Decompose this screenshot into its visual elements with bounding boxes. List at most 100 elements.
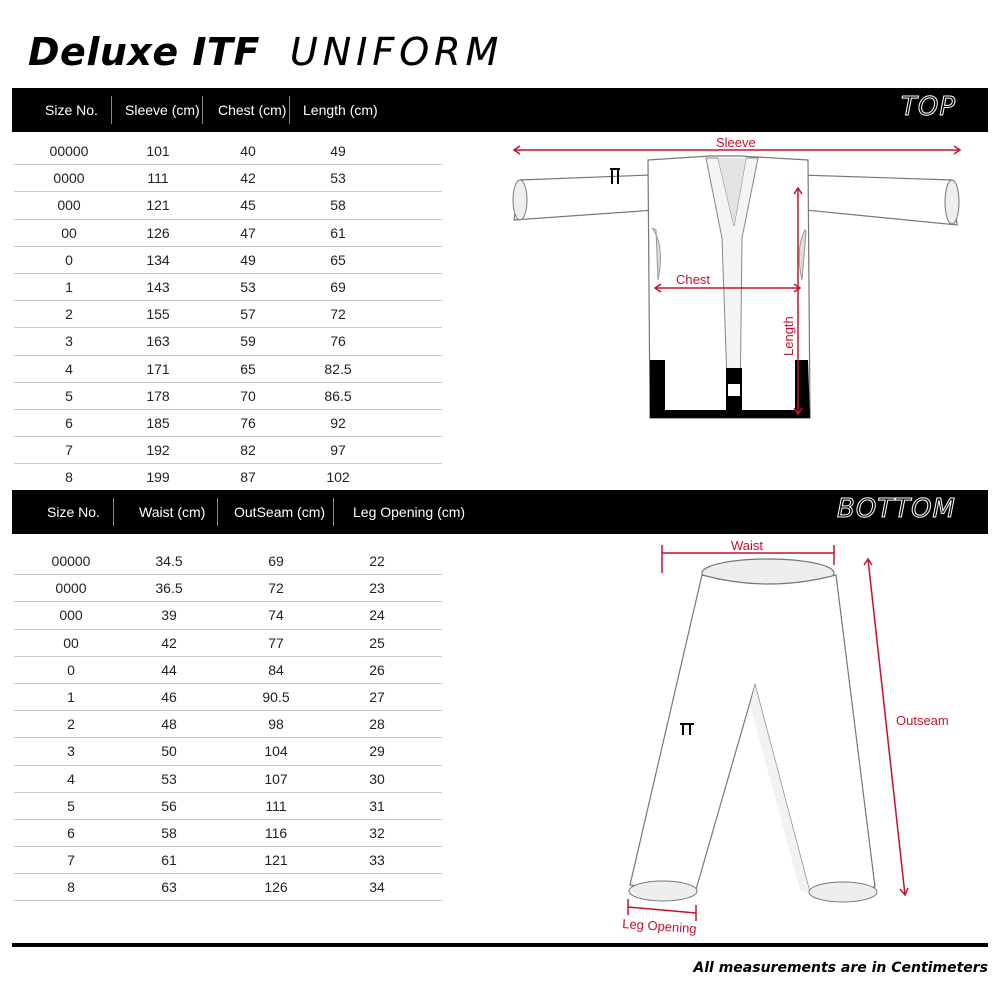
table-cell: 65 xyxy=(330,251,346,268)
table-cell: 56 xyxy=(161,797,177,814)
table-cell: 34.5 xyxy=(155,553,183,569)
footer-rule xyxy=(12,943,988,947)
brand-logo-icon xyxy=(610,168,620,184)
bottom-header-outseam: OutSeam (cm) xyxy=(234,504,326,520)
table-cell: 00000 xyxy=(51,553,91,569)
table-cell: 63 xyxy=(161,879,177,896)
table-cell: 90.5 xyxy=(262,688,290,705)
table-cell: 72 xyxy=(268,580,284,597)
table-cell: 000 xyxy=(57,197,81,214)
table-cell: 0 xyxy=(65,251,73,268)
table-cell: 2 xyxy=(67,716,75,733)
table-cell: 104 xyxy=(264,743,288,760)
arrow-icon xyxy=(793,186,803,195)
table-cell: 6 xyxy=(65,414,73,431)
measurement-footnote: All measurements are in Centimeters xyxy=(693,960,988,976)
table-cell: 50 xyxy=(161,743,177,760)
table-cell: 74 xyxy=(268,607,284,624)
table-cell: 70 xyxy=(240,387,256,404)
pants-body xyxy=(629,574,876,894)
top-header-sleeve: Sleeve (cm) xyxy=(125,102,200,118)
table-cell: 33 xyxy=(369,852,385,869)
divider xyxy=(113,498,114,526)
table-cell: 53 xyxy=(161,770,177,787)
table-cell: 155 xyxy=(146,306,170,323)
table-cell: 24 xyxy=(369,607,385,624)
top-header-chest: Chest (cm) xyxy=(218,102,287,118)
title-light: UNIFORM xyxy=(289,30,504,74)
table-cell: 42 xyxy=(240,170,256,187)
jacket-diagram: Sleeve Chest Length xyxy=(512,135,962,419)
table-cell: 40 xyxy=(240,143,256,159)
sleeve-label: Sleeve xyxy=(716,135,756,150)
table-cell: 34 xyxy=(369,879,385,896)
table-cell: 163 xyxy=(146,333,170,350)
table-cell: 1 xyxy=(65,278,73,295)
leg-opening-measure-line xyxy=(627,906,697,914)
right-cuff xyxy=(944,179,960,225)
outseam-measure-line xyxy=(867,558,906,896)
table-cell: 29 xyxy=(369,743,385,760)
table-cell: 7 xyxy=(65,442,73,459)
table-cell: 5 xyxy=(67,797,75,814)
table-cell: 48 xyxy=(161,716,177,733)
table-cell: 82 xyxy=(240,442,256,459)
table-cell: 126 xyxy=(264,879,288,896)
table-cell: 42 xyxy=(161,634,177,651)
table-cell: 27 xyxy=(369,688,385,705)
table-cell: 57 xyxy=(240,306,256,323)
divider xyxy=(289,96,290,124)
table-cell: 87 xyxy=(240,469,256,486)
table-cell: 26 xyxy=(369,661,385,678)
inseam-shade xyxy=(750,685,810,893)
table-cell: 101 xyxy=(146,143,170,159)
table-cell: 3 xyxy=(65,333,73,350)
table-cell: 76 xyxy=(240,414,256,431)
table-cell: 45 xyxy=(240,197,256,214)
table-cell: 82.5 xyxy=(324,360,352,377)
arrow-icon xyxy=(953,145,962,155)
table-cell: 4 xyxy=(65,360,73,377)
table-cell: 8 xyxy=(67,879,75,896)
table-cell: 69 xyxy=(330,278,346,295)
page-title: Deluxe ITF UNIFORM xyxy=(28,30,503,80)
table-cell: 116 xyxy=(264,824,288,841)
table-cell: 97 xyxy=(330,442,346,459)
divider xyxy=(111,96,112,124)
table-cell: 143 xyxy=(146,278,170,295)
table-cell: 3 xyxy=(67,743,75,760)
arrow-icon xyxy=(899,887,909,897)
table-cell: 84 xyxy=(268,661,284,678)
outseam-label: Outseam xyxy=(896,713,949,728)
table-cell: 25 xyxy=(369,634,385,651)
table-cell: 00 xyxy=(61,224,77,241)
table-cell: 69 xyxy=(268,553,284,569)
table-cell: 30 xyxy=(369,770,385,787)
leg-opening-label: Leg Opening xyxy=(622,916,697,936)
table-cell: 1 xyxy=(67,688,75,705)
table-cell: 58 xyxy=(161,824,177,841)
table-cell: 121 xyxy=(146,197,170,214)
table-cell: 98 xyxy=(268,716,284,733)
table-cell: 00000 xyxy=(49,143,89,159)
divider xyxy=(333,498,334,526)
table-cell: 72 xyxy=(330,306,346,323)
bottom-header-leg-opening: Leg Opening (cm) xyxy=(353,504,466,520)
table-row: 8 63 126 34 xyxy=(14,874,442,902)
table-cell: 76 xyxy=(330,333,346,350)
table-cell: 111 xyxy=(147,170,169,187)
table-cell: 92 xyxy=(330,414,346,431)
table-cell: 49 xyxy=(240,251,256,268)
bottom-header-size: Size No. xyxy=(47,504,100,520)
arrow-icon xyxy=(793,407,803,416)
table-cell: 00 xyxy=(63,634,79,651)
table-cell: 46 xyxy=(161,688,177,705)
